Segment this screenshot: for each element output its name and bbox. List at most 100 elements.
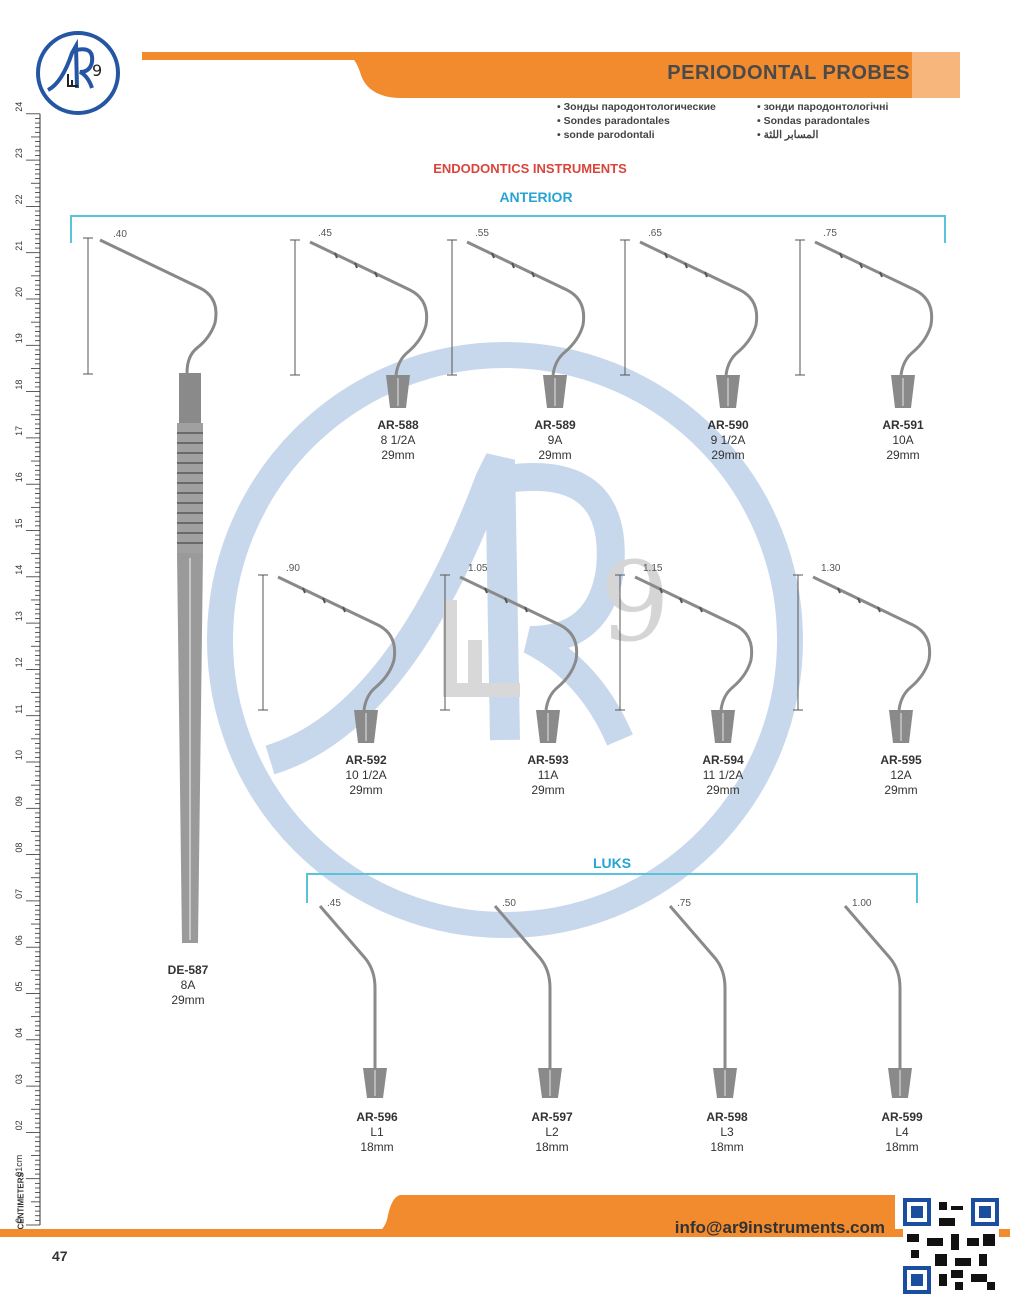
product-size: 11A [537,768,559,782]
ruler-label: 01cm [14,1155,24,1177]
product-code: AR-596 [356,1110,398,1124]
ruler-label: 05 [14,981,24,991]
product-length: 18mm [360,1140,394,1154]
tip-size: .90 [286,563,300,574]
anterior-heading: ANTERIOR [499,189,573,205]
ruler-label: 10 [14,750,24,760]
anterior-bracket [70,215,946,243]
tip-size: .45 [327,898,341,909]
ruler-label: 18 [14,380,24,390]
product-code: AR-588 [377,418,419,432]
lang-item: Зонды пародонтологические [557,100,716,114]
ruler-label: 15 [14,518,24,528]
probe-image [440,574,579,743]
tip-size: .75 [823,228,837,239]
lang-item: зонди пародонтологічні [757,100,889,114]
ruler-label: 0 [14,1218,24,1223]
watermark-logo: 9 [207,342,803,938]
product-length: 29mm [538,448,572,462]
probe-image [447,239,586,408]
product-size: 12A [890,768,912,782]
luks-bracket [306,873,918,903]
tip-size: 1.05 [468,563,488,574]
probe-image [615,574,754,743]
ruler-label: 06 [14,935,24,945]
product-length: 29mm [884,783,918,797]
probe-image [318,905,387,1098]
footer-bar [0,1195,1010,1237]
probe-image [290,239,429,408]
ruler-label: 17 [14,426,24,436]
product-length: 29mm [349,783,383,797]
product-code: AR-590 [707,418,749,432]
ruler-label: 07 [14,889,24,899]
contact-email[interactable]: info@ar9instruments.com [674,1218,885,1237]
probe-image [620,239,759,408]
ruler-label: 24 [14,102,24,112]
ar9-logo: 9 [36,31,120,115]
product-code: AR-591 [882,418,924,432]
probe-de-587-image [83,237,218,943]
product-length: 29mm [886,448,920,462]
product-size: L2 [545,1125,559,1139]
tip-size: .55 [475,228,489,239]
probe-image [843,905,912,1098]
product-length: 18mm [710,1140,744,1154]
ruler-label: 22 [14,194,24,204]
product-size: 9A [547,433,563,447]
ruler-label: 12 [14,657,24,667]
tip-size-de-587: .40 [113,229,127,240]
ruler-label: 21 [14,241,24,251]
ruler-label: 04 [14,1028,24,1038]
lang-item: Sondas paradontales [757,114,888,128]
tip-size: .50 [502,898,516,909]
product-size: 11 1/2A [702,768,744,782]
page-title: PERIODONTAL PROBES [667,62,910,84]
category-heading: ENDODONTICS INSTRUMENTS [433,161,627,176]
tip-size: .65 [648,228,662,239]
ruler-label: 03 [14,1074,24,1084]
probe-image [668,905,737,1098]
product-code: AR-597 [531,1110,573,1124]
lang-item: sonde parodontali [557,128,716,142]
product-size: 9 1/2A [710,433,746,447]
svg-text:9: 9 [600,538,670,666]
product-code: AR-593 [527,753,569,767]
languages-left: Зонды пародонтологические Sondes paradon… [557,100,716,142]
ruler-label: 13 [14,611,24,621]
product-length: 29mm [531,783,565,797]
ruler-label: 11 [14,704,24,713]
ruler-label: 14 [14,565,24,575]
product-size: L1 [370,1125,384,1139]
ruler-label: 16 [14,472,24,482]
svg-text:9: 9 [92,61,102,80]
luks-heading: LUKS [592,855,632,871]
product-code: AR-599 [881,1110,923,1124]
product-code: AR-592 [345,753,387,767]
product-code: AR-598 [706,1110,748,1124]
tip-size: .45 [318,228,332,239]
ruler-label: 20 [14,287,24,297]
ruler-label: 19 [14,333,24,343]
page-number: 47 [52,1248,68,1264]
centimeter-ruler: 001cm02030405060708091011121314151617181… [14,102,41,1226]
lang-item: Sondes paradontales [557,114,716,128]
ruler-label: 23 [14,148,24,158]
product-size: L4 [895,1125,909,1139]
product-code: DE-587 [167,963,209,977]
product-length: 29mm [706,783,740,797]
product-size: 10A [892,433,914,447]
tip-size: 1.00 [852,898,872,909]
label-de-587: DE-587 8A 29mm [148,963,228,1008]
product-size: 10 1/2A [345,768,387,782]
probe-image [258,574,397,743]
